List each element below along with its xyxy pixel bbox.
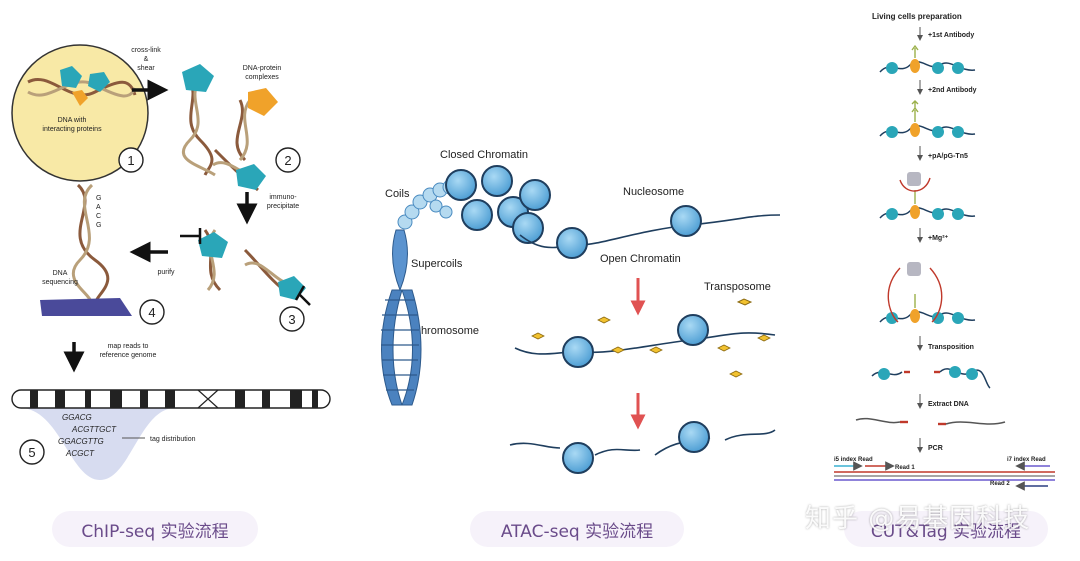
chromosome-shape [381, 229, 422, 406]
nucleosome-4 [677, 314, 709, 346]
fragmented-chromatin [509, 429, 776, 456]
nucleosome-3 [562, 336, 594, 368]
read1-label: Read 1 [895, 465, 915, 471]
step-4-number: 4 [148, 305, 155, 320]
cut-step-3: +pA/pG-Tn5 [928, 153, 968, 160]
read-3: GGACGTTG [58, 437, 104, 446]
step-3-number: 3 [288, 312, 295, 327]
coils-label: Coils [385, 188, 410, 200]
cut-row-6 [855, 417, 1006, 426]
transposome-icon [736, 298, 753, 306]
dna-sequencing: G A C G DNA sequencing [40, 183, 132, 316]
step-1-number: 1 [127, 153, 134, 168]
seq-letter-3: C [96, 213, 101, 220]
cell-label-line2: interacting proteins [42, 126, 102, 133]
cut-row-5 [871, 366, 991, 389]
read-2: ACGTTGCT [71, 425, 117, 434]
cut-row-4 [879, 262, 976, 324]
complex-label-2: complexes [245, 74, 279, 81]
cut-tag-caption: CUT&Tag 实验流程 [844, 511, 1048, 547]
step-1-circle [118, 147, 144, 173]
ip-label-2: precipitate [267, 203, 299, 210]
step-2-number: 2 [284, 153, 291, 168]
closed-chromatin-cluster [445, 165, 551, 244]
cut-step-7: PCR [928, 445, 943, 452]
supercoils-label: Supercoils [411, 258, 463, 270]
seq-label-1: DNA [53, 270, 68, 277]
step-3-circle [279, 306, 305, 332]
immunoprecipitated-complexes [180, 228, 311, 306]
fiber-with-transposomes [514, 332, 776, 355]
reference-genome-bar [11, 389, 331, 480]
cut-step-1: +1st Antibody [928, 32, 974, 39]
chip-seq-panel: DNA with interacting proteins 1 cross-li… [11, 44, 331, 480]
step-4-circle [139, 299, 165, 325]
crosslink-label-1: cross-link [131, 47, 161, 54]
open-chromatin-fiber [519, 214, 781, 249]
nucleosome-2 [670, 205, 702, 237]
cut-tag-panel: Living cells preparation +1st Antibody +… [834, 12, 1055, 491]
seq-letter-2: A [96, 204, 101, 211]
crosslink-label-2: & [144, 56, 149, 63]
cell-with-dna: DNA with interacting proteins [11, 44, 149, 182]
cut-row-1 [879, 44, 976, 74]
i5-index-read-label: i5 index Read [834, 457, 873, 463]
step-2-circle [275, 147, 301, 173]
chromosome-label: Chromosome [413, 325, 479, 337]
map-label-1: map reads to [108, 343, 149, 350]
cut-step-5: Transposition [928, 344, 974, 351]
cut-step-6: Extract DNA [928, 401, 969, 408]
purify-label: purify [157, 269, 175, 276]
seq-letter-1: G [96, 195, 101, 202]
watermark: 知乎 @易基因科技 [805, 504, 1031, 534]
closed-chromatin-label: Closed Chromatin [440, 149, 528, 161]
dna-protein-complexes: DNA-protein complexes [181, 64, 282, 192]
bound-transposomes [531, 316, 771, 378]
ip-label-1: immuno- [269, 194, 297, 201]
atac-seq-panel: Closed Chromatin Coils Supercoils Chromo… [381, 149, 781, 474]
seq-letter-4: G [96, 222, 101, 229]
cell-label-line1: DNA with [58, 117, 87, 124]
cut-step-4: +Mg²⁺ [928, 235, 949, 242]
nucleosome-5 [562, 442, 594, 474]
cut-row-2 [879, 100, 976, 138]
nucleosome-6 [678, 421, 710, 453]
cut-step-2: +2nd Antibody [928, 87, 977, 94]
tag-distribution-label: tag distribution [150, 436, 196, 443]
cut-pcr-reads: i5 index Read Read 1 i7 index Read Read … [834, 457, 1055, 491]
read2-label: Read 2 [990, 481, 1010, 487]
read-4: ACGCT [65, 449, 95, 458]
map-label-2: reference genome [100, 352, 157, 359]
cut-row-3 [879, 172, 976, 220]
open-chromatin-label: Open Chromatin [600, 253, 681, 265]
i7-index-read-label: i7 index Read [1007, 457, 1046, 463]
cut-step-0: Living cells preparation [872, 12, 962, 21]
nucleosome-1 [556, 227, 588, 259]
atac-seq-caption: ATAC-seq 实验流程 [470, 511, 684, 547]
complex-label-1: DNA-protein [243, 65, 282, 72]
step-5-circle [19, 439, 45, 465]
seq-label-2: sequencing [42, 279, 78, 286]
crosslink-label-3: shear [137, 65, 155, 72]
step-5-number: 5 [28, 445, 35, 460]
chip-seq-caption: ChIP-seq 实验流程 [52, 511, 258, 547]
nucleosome-label: Nucleosome [623, 186, 684, 198]
read-1: GGACG [62, 413, 92, 422]
transposome-label: Transposome [704, 281, 771, 293]
